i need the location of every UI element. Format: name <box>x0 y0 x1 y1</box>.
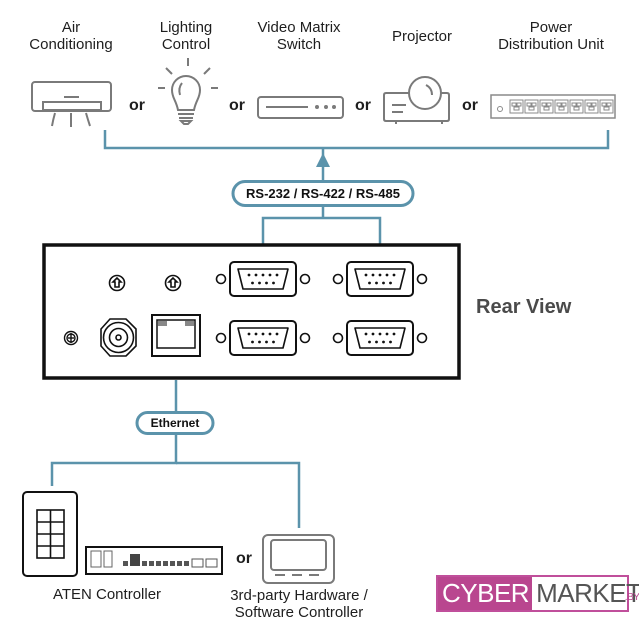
or-label: or <box>355 97 371 114</box>
screw-hole-icon <box>332 273 344 285</box>
screw-hole-icon <box>332 332 344 344</box>
serial-port-icon <box>215 261 311 297</box>
device-label-line: Control <box>161 36 211 53</box>
ethernet-badge: Ethernet <box>135 411 215 435</box>
up-arrow-button-icon <box>108 274 126 292</box>
serial-branch-line <box>261 216 382 246</box>
device-label-line: Video Matrix <box>257 19 341 36</box>
device-label-line: Air <box>61 19 81 36</box>
device-bus-line <box>103 130 610 150</box>
ethernet-port-icon <box>151 314 201 357</box>
device-label-projector: Projector <box>392 28 452 45</box>
device-label-line: Conditioning <box>29 36 113 53</box>
pdu-outlet-icon <box>569 99 584 114</box>
pdu-outlet-icon <box>554 99 569 114</box>
third-party-controller-icon <box>262 534 335 584</box>
serial-interface-badge: RS-232 / RS-422 / RS-485 <box>231 180 415 207</box>
screw-hole-icon <box>416 273 428 285</box>
pdu-icon <box>490 94 616 119</box>
ethernet-right-line <box>176 461 301 528</box>
ground-screw-icon <box>63 330 79 346</box>
serial-port-icon <box>332 320 428 356</box>
pdu-outlet-icon <box>539 99 554 114</box>
logo-cyber: CYBER <box>438 577 533 610</box>
third-party-label-line: 3rd-party Hardware / <box>230 587 368 604</box>
serial-port-icon <box>332 261 428 297</box>
device-label-line: Projector <box>391 28 453 45</box>
light-bulb-icon <box>158 58 218 125</box>
device-label-air-conditioning: Air Conditioning <box>29 19 112 53</box>
logo-market: MARKET.BY <box>532 577 639 610</box>
power-jack-icon <box>100 318 137 357</box>
device-label-line: Power <box>529 19 573 36</box>
serial-port-icon <box>215 320 311 356</box>
or-label: or <box>129 97 145 114</box>
pdu-outlet-icon <box>524 99 539 114</box>
up-arrow-button-icon <box>164 274 182 292</box>
screw-hole-icon <box>215 332 227 344</box>
aten-control-box-icon <box>85 546 223 575</box>
screw-hole-icon <box>416 332 428 344</box>
device-label-line: Lighting <box>159 19 213 36</box>
third-party-label-line: Software Controller <box>234 604 364 621</box>
video-matrix-switch-icon <box>257 96 344 119</box>
device-label-video-matrix-switch: Video Matrix Switch <box>257 19 340 53</box>
screw-hole-icon <box>299 332 311 344</box>
or-label: or <box>462 97 478 114</box>
rear-panel <box>42 243 461 380</box>
aten-controller-label: ATEN Controller <box>52 586 162 603</box>
device-label-power-distribution-unit: Power Distribution Unit <box>498 19 604 53</box>
keypad-controller-icon <box>22 491 78 577</box>
pdu-outlet-icon <box>509 99 524 114</box>
device-label-lighting-control: Lighting Control <box>160 19 213 53</box>
logo-suffix: .BY <box>624 592 639 603</box>
screw-hole-icon <box>215 273 227 285</box>
pdu-outlet-icon <box>599 99 614 114</box>
logo-market-text: MARKET <box>536 578 639 608</box>
air-conditioner-icon <box>31 81 112 127</box>
cybermarket-logo[interactable]: CYBER MARKET.BY <box>436 575 639 612</box>
or-label: or <box>229 97 245 114</box>
rear-view-label: Rear View <box>476 296 572 318</box>
device-label-line: Distribution Unit <box>498 36 604 53</box>
or-label: or <box>236 550 252 567</box>
projector-icon <box>383 76 450 124</box>
ethernet-left-line <box>50 432 178 486</box>
device-label-line: Switch <box>276 36 322 53</box>
pdu-outlet-icon <box>584 99 599 114</box>
third-party-controller-label: 3rd-party Hardware / Software Controller <box>230 587 368 621</box>
screw-hole-icon <box>299 273 311 285</box>
arrow-up-icon <box>316 153 330 167</box>
